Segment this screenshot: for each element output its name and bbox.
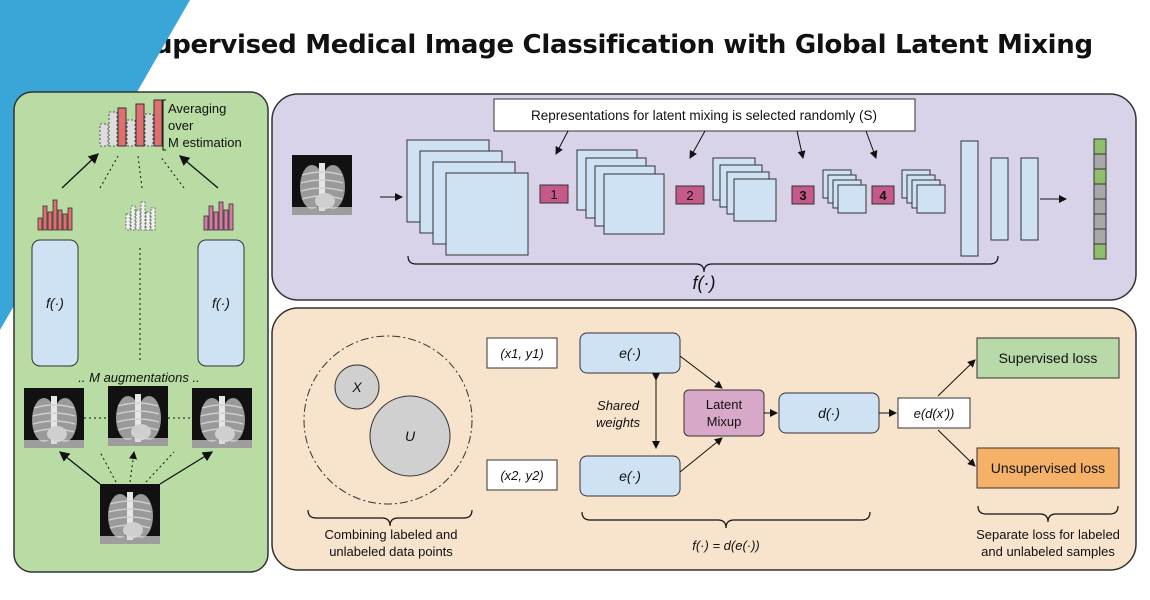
averaging-label-line3: M estimation — [168, 135, 242, 150]
marker-3-label: 3 — [799, 188, 806, 203]
pair-1-label: (x1, y1) — [500, 346, 543, 361]
marker-2-box — [675, 185, 705, 205]
encoder-right-label: f(·) — [212, 295, 230, 311]
encoder-bottom-label: e(·) — [619, 468, 641, 484]
averaging-label-line2: over — [168, 118, 194, 133]
function-caption: f(·) = d(e(·)) — [692, 538, 760, 553]
feature-stack-1 — [406, 139, 529, 256]
arrow-source-to-aug-dotted-1 — [99, 451, 117, 483]
labeled-set-label: X — [351, 379, 362, 395]
averaging-label-line1: Averaging — [168, 101, 226, 116]
selection-arrow-2 — [689, 130, 706, 159]
marker-2-label: 2 — [686, 188, 693, 203]
unsupervised-loss-box — [976, 447, 1120, 489]
augmentations-label: .. M augmentations .. — [78, 370, 199, 385]
arrow-source-to-aug-dotted-2 — [145, 451, 175, 483]
supervised-loss-box — [976, 337, 1120, 379]
histogram-middle-dashed — [125, 201, 156, 231]
bottom-panel — [271, 307, 1137, 571]
arrow-source-to-aug-1 — [58, 451, 101, 485]
arrow-encoder-top-to-mixup — [679, 355, 723, 389]
encoder-left-label: f(·) — [46, 295, 64, 311]
network-function-label: f(·) — [693, 273, 716, 293]
latent-mixup-line1: Latent — [706, 397, 743, 412]
shared-weights-line1: Shared — [597, 398, 640, 413]
encoder-left-box — [31, 239, 79, 367]
arrow-dotted-left-to-average — [99, 155, 119, 189]
arrow-source-to-aug-2 — [129, 451, 138, 483]
arrow-output-to-unsupervised — [937, 429, 976, 467]
arrow-right-to-average — [179, 155, 219, 189]
combining-caption-line2: unlabeled data points — [329, 544, 453, 559]
supervised-loss-label: Supervised loss — [999, 350, 1098, 366]
marker-4-box — [871, 185, 895, 205]
selection-arrow-1 — [555, 130, 569, 155]
source-xray — [99, 483, 161, 545]
histogram-left — [37, 199, 73, 231]
marker-3-box — [791, 185, 815, 205]
selection-note-text: Representations for latent mixing is sel… — [531, 108, 877, 123]
arrow-dotted-right-to-average — [159, 155, 185, 189]
augmented-xray-2 — [107, 385, 169, 447]
encoder-bottom-box — [579, 455, 681, 497]
selection-arrow-4 — [865, 130, 878, 159]
encoder-top-label: e(·) — [619, 345, 641, 361]
arrow-encoder-bottom-to-mixup — [679, 437, 723, 473]
arrow-dotted-mid-to-average — [137, 155, 143, 189]
loss-caption-line1: Separate loss for labeled — [976, 527, 1120, 542]
combining-caption-line1: Combining labeled and — [325, 527, 458, 542]
augmented-xray-3 — [191, 387, 253, 449]
marker-4-label: 4 — [879, 188, 887, 203]
feature-stack-5 — [901, 169, 946, 214]
input-xray — [291, 154, 353, 216]
latent-mixup-line2: Mixup — [707, 414, 742, 429]
page-title: Semi-supervised Medical Image Classifica… — [57, 30, 1093, 60]
output-label: e(d(x')) — [914, 406, 955, 421]
feature-stack-2 — [576, 149, 665, 235]
fc-layer-2 — [990, 157, 1009, 241]
network-brace — [407, 255, 999, 273]
arrow-left-to-average — [61, 153, 99, 189]
arrow-source-to-aug-3 — [159, 451, 214, 485]
output-vector — [1093, 138, 1107, 260]
unsupervised-loss-label: Unsupervised loss — [991, 460, 1105, 476]
unlabeled-set-label: U — [405, 428, 416, 444]
augmented-xray-1 — [23, 387, 85, 449]
loss-caption-line2: and unlabeled samples — [981, 544, 1115, 559]
pair-1-box — [486, 337, 558, 369]
combining-brace — [307, 509, 473, 527]
encoder-right-box — [197, 239, 245, 367]
function-brace — [581, 511, 871, 529]
averaging-bracket — [162, 99, 166, 151]
selection-arrow-3 — [796, 130, 806, 159]
pair-2-label: (x2, y2) — [500, 468, 543, 483]
fc-layer-1 — [960, 140, 979, 257]
combined-set-circle — [303, 335, 473, 505]
pair-2-box — [486, 459, 558, 491]
labeled-set-circle — [334, 364, 380, 410]
marker-1-label: 1 — [550, 187, 557, 202]
fc-layer-3 — [1020, 157, 1039, 241]
arrow-output-to-supervised — [937, 359, 976, 397]
decoder-label: d(·) — [818, 405, 840, 421]
output-box — [897, 397, 971, 429]
shared-weights-line2: weights — [596, 415, 641, 430]
encoder-top-box — [579, 332, 681, 374]
averaged-histogram — [99, 99, 163, 147]
selection-note-box — [493, 98, 916, 132]
unlabeled-set-circle — [369, 395, 451, 477]
feature-stack-4 — [822, 169, 867, 214]
marker-1-box — [539, 184, 569, 204]
histogram-right — [203, 201, 234, 231]
feature-stack-3 — [712, 157, 777, 222]
loss-brace — [977, 505, 1119, 523]
